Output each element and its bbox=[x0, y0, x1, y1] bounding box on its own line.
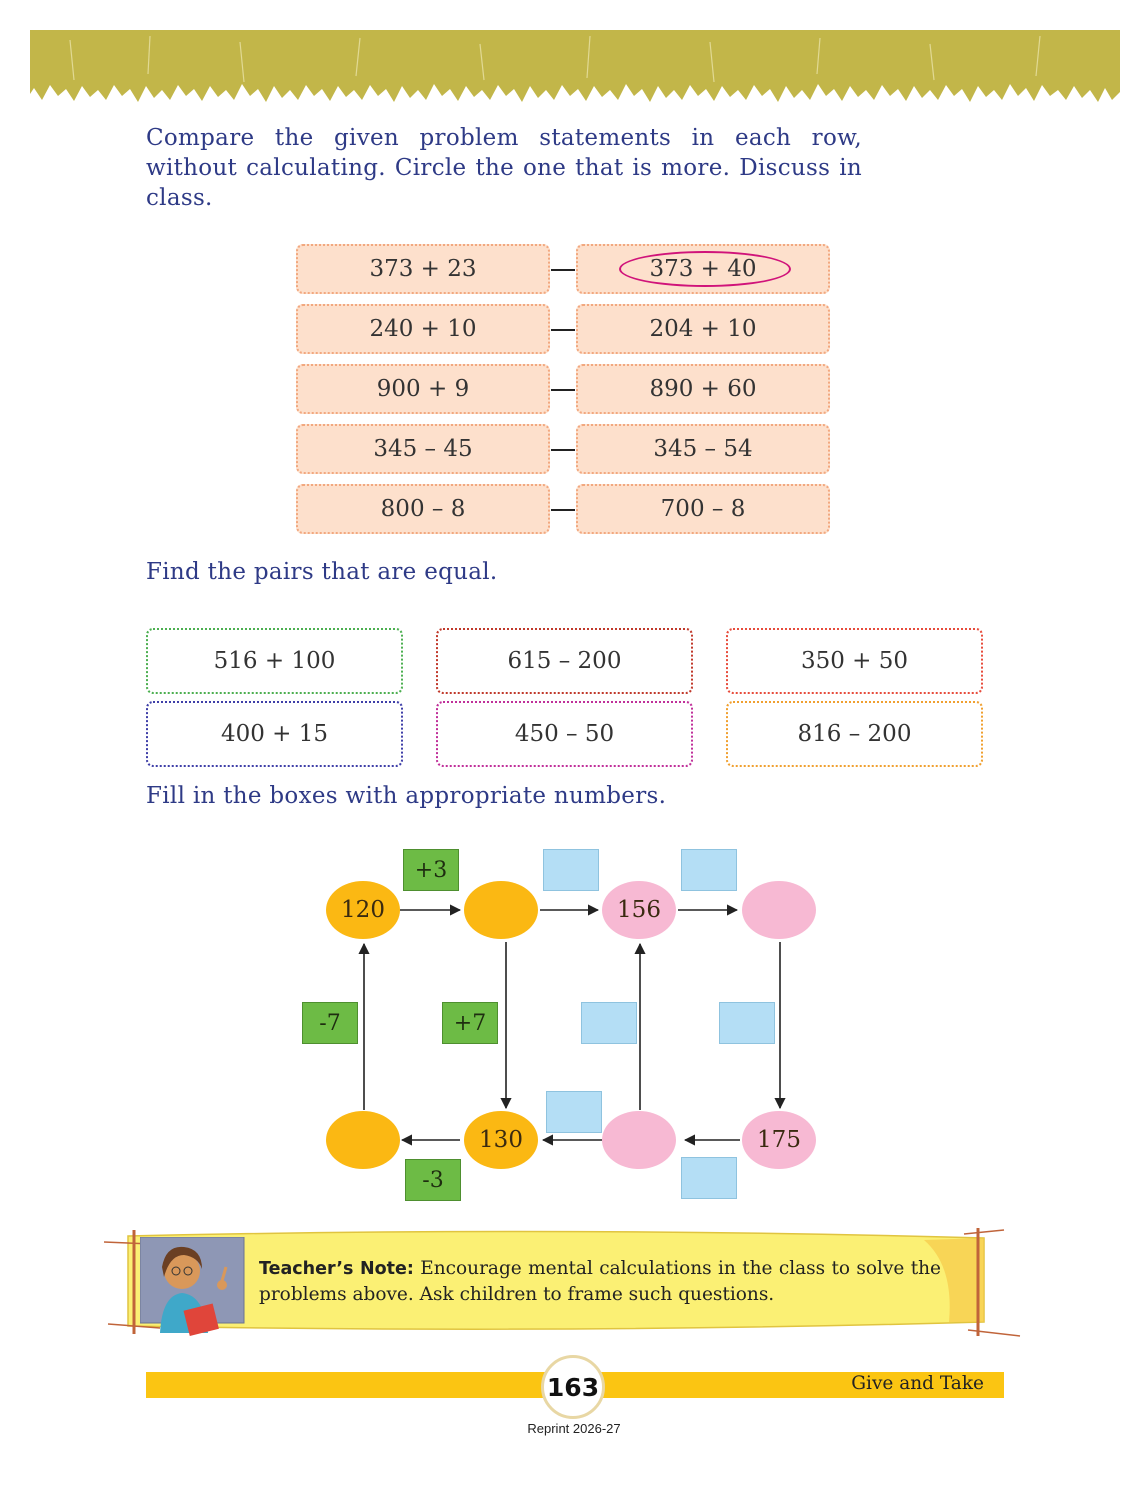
teacher-note: Teacher’s Note: Encourage mental calcula… bbox=[259, 1256, 941, 1307]
blank-box-bottom-3-2[interactable] bbox=[546, 1091, 602, 1133]
reprint-note: Reprint 2026-27 bbox=[527, 1421, 621, 1436]
compare-left-4[interactable]: 345 – 45 bbox=[296, 424, 550, 474]
blank-box-top-3-4[interactable] bbox=[681, 849, 737, 891]
puzzle-node-top-4[interactable] bbox=[742, 881, 816, 939]
puzzle-node-top-3: 156 bbox=[602, 881, 676, 939]
compare-left-2[interactable]: 240 + 10 bbox=[296, 304, 550, 354]
teacher-note-label: Teacher’s Note: bbox=[259, 1259, 414, 1279]
chapter-title: Give and Take bbox=[851, 1373, 984, 1394]
compare-instruction: Compare the given problem statements in … bbox=[146, 125, 862, 211]
pair-box-3[interactable]: 350 + 50 bbox=[726, 628, 983, 694]
blank-box-bottom-4-3[interactable] bbox=[681, 1157, 737, 1199]
compare-connector bbox=[551, 389, 575, 391]
compare-left-1[interactable]: 373 + 23 bbox=[296, 244, 550, 294]
operation-tag-plus-7: +7 bbox=[442, 1002, 498, 1044]
blank-box-up-3[interactable] bbox=[581, 1002, 637, 1044]
compare-right-5[interactable]: 700 – 8 bbox=[576, 484, 830, 534]
pair-box-1[interactable]: 516 + 100 bbox=[146, 628, 403, 694]
pair-box-2[interactable]: 615 – 200 bbox=[436, 628, 693, 694]
teacher-note-body: Encourage mental calculations in the cla… bbox=[259, 1258, 941, 1305]
teacher-note-banner bbox=[104, 1228, 1021, 1337]
blank-box-top-2-3[interactable] bbox=[543, 849, 599, 891]
operation-tag-minus-3: -3 bbox=[405, 1159, 461, 1201]
puzzle-node-bottom-4: 175 bbox=[742, 1111, 816, 1169]
puzzle-node-top-2[interactable] bbox=[464, 881, 538, 939]
fill-instruction: Fill in the boxes with appropriate numbe… bbox=[146, 783, 667, 809]
puzzle-node-bottom-1[interactable] bbox=[326, 1111, 400, 1169]
compare-left-3[interactable]: 900 + 9 bbox=[296, 364, 550, 414]
compare-left-5[interactable]: 800 – 8 bbox=[296, 484, 550, 534]
compare-connector bbox=[551, 329, 575, 331]
operation-tag-plus-3: +3 bbox=[403, 849, 459, 891]
compare-right-3[interactable]: 890 + 60 bbox=[576, 364, 830, 414]
operation-tag-minus-7: -7 bbox=[302, 1002, 358, 1044]
pair-box-5[interactable]: 450 – 50 bbox=[436, 701, 693, 767]
pair-box-6[interactable]: 816 – 200 bbox=[726, 701, 983, 767]
compare-right-4[interactable]: 345 – 54 bbox=[576, 424, 830, 474]
grass-header-decoration bbox=[30, 30, 1120, 102]
puzzle-node-bottom-3[interactable] bbox=[602, 1111, 676, 1169]
example-circle-mark bbox=[619, 251, 791, 287]
compare-connector bbox=[551, 449, 575, 451]
compare-connector bbox=[551, 509, 575, 511]
compare-connector bbox=[551, 269, 575, 271]
compare-right-2[interactable]: 204 + 10 bbox=[576, 304, 830, 354]
puzzle-node-bottom-2: 130 bbox=[464, 1111, 538, 1169]
teacher-illustration bbox=[140, 1237, 245, 1336]
page-number: 163 bbox=[541, 1355, 605, 1419]
pair-box-4[interactable]: 400 + 15 bbox=[146, 701, 403, 767]
blank-box-down-4[interactable] bbox=[719, 1002, 775, 1044]
pairs-instruction: Find the pairs that are equal. bbox=[146, 559, 498, 585]
puzzle-node-top-1: 120 bbox=[326, 881, 400, 939]
